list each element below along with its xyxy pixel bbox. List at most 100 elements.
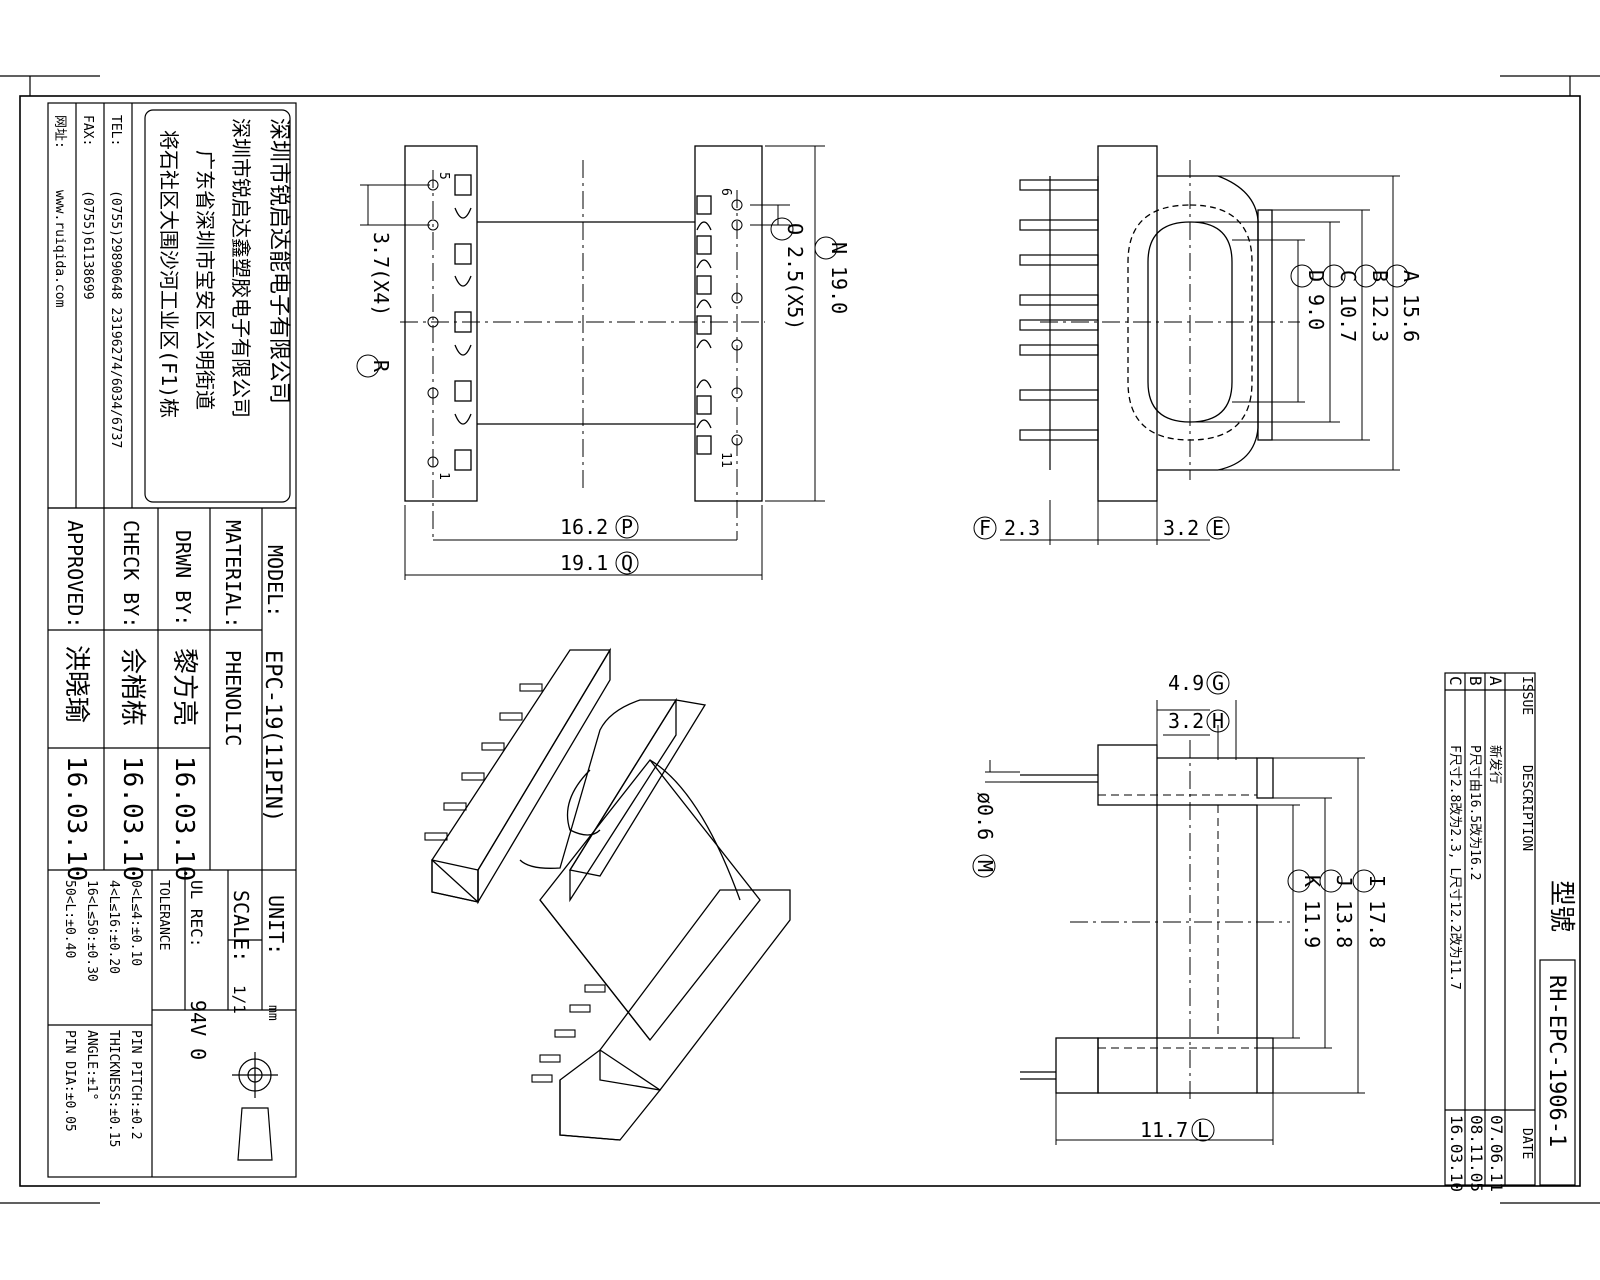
dim-j-letter: J <box>1332 875 1356 887</box>
drawn-by-label: DRWN BY: <box>171 530 195 626</box>
sheet-border <box>19 95 1581 1187</box>
tolerance-8: PIN DIA:±0.05 <box>62 1030 77 1132</box>
side-view <box>1000 145 1400 545</box>
check-by-value: 佘梢栋 <box>117 648 147 726</box>
pin-11-label: 11 <box>718 452 733 468</box>
tolerance-3: 16<L≤50:±0.30 <box>84 880 99 982</box>
company-name-2: 深圳市锐启达鑫塑胶电子有限公司 <box>229 118 253 418</box>
tel-value: (0755)29890648 23196274/6034/6737 <box>108 190 123 448</box>
dim-k-value: 11.9 <box>1300 900 1324 948</box>
part-number: RH-EPC-1906-1 <box>1544 975 1569 1147</box>
material-value: PHENOLIC <box>221 650 245 746</box>
rev-b-issue: B <box>1466 676 1485 686</box>
rev-b-date: 08.11.05 <box>1467 1115 1486 1192</box>
dim-o-value: 2.5(X5) <box>783 246 807 330</box>
date-header: DATE <box>1519 1128 1534 1159</box>
rev-a-date: 07.06.11 <box>1487 1115 1506 1192</box>
dim-h-value: 3.2 <box>1168 709 1204 733</box>
title-block-text: MODEL: EPC-19(11PIN) MATERIAL: PHENOLIC … <box>61 520 288 1147</box>
dim-n-value: 19.0 <box>827 266 851 314</box>
dim-m-letter: M <box>973 860 997 872</box>
pin-1-label: 1 <box>436 472 451 480</box>
revision-table <box>1444 672 1576 1186</box>
side-view-balloons <box>973 264 1409 540</box>
pin-6-label: 6 <box>718 188 733 196</box>
unit-value: mm <box>265 1005 280 1021</box>
scale-value: 1/1 <box>230 985 249 1014</box>
company-address-2: 将石社区大围沙河工业区(F1)栋 <box>157 130 181 418</box>
rev-c-date: 16.03.10 <box>1447 1115 1466 1192</box>
drawn-by-value: 黎方亮 <box>169 648 199 726</box>
dim-b-letter: B <box>1368 270 1392 282</box>
approved-label: APPROVED: <box>63 520 87 628</box>
dim-j-value: 13.8 <box>1332 900 1356 948</box>
dim-q-letter: Q <box>621 551 633 575</box>
front-view-labels: 5 1 6 11 3.7(X4) R O 2.5(X5) N 19.0 16.2… <box>369 172 851 575</box>
revision-table-text: ISSUE DESCRIPTION DATE A 新发行 07.06.11 B … <box>1446 676 1576 1192</box>
ul-rec-label: UL REC: <box>187 880 206 947</box>
dim-f-value: 2.3 <box>1004 516 1040 540</box>
title-block <box>47 507 297 1178</box>
tolerance-4: 50<L:±0.40 <box>62 880 77 958</box>
sheet-corner-marks <box>0 75 1600 1204</box>
model-label: MODEL: <box>263 545 287 617</box>
tolerance-2: 4<L≤16:±0.20 <box>106 880 121 974</box>
dim-p-value: 16.2 <box>560 515 608 539</box>
check-by-label: CHECK BY: <box>119 520 143 628</box>
ul-rec-value: 94V 0 <box>186 1000 210 1060</box>
dim-a-value: 15.6 <box>1399 294 1423 342</box>
dim-c-letter: C <box>1336 270 1360 282</box>
rev-a-desc: 新发行 <box>1487 745 1503 784</box>
fax-value: (0755)61138699 <box>80 190 95 300</box>
tolerance-label: TOLERANCE <box>156 880 171 950</box>
approved-date: 16.03.10 <box>61 756 91 881</box>
projection-symbol-icon <box>232 1052 278 1161</box>
company-address-1: 广东省深圳市宝安区公明街道 <box>193 150 217 410</box>
fax-label: FAX: <box>80 115 95 146</box>
rev-b-desc: P尺寸由16.5改为16.2 <box>1467 745 1482 880</box>
tolerance-1: 0<L≤4:±0.10 <box>128 880 143 966</box>
rev-c-issue: C <box>1446 676 1465 686</box>
tolerance-5: PIN PITCH:±0.2 <box>128 1030 143 1140</box>
rev-a-issue: A <box>1486 676 1505 686</box>
description-header: DESCRIPTION <box>1519 765 1534 851</box>
dim-k-letter: K <box>1300 875 1324 887</box>
dim-i-value: 17.8 <box>1365 900 1389 948</box>
dim-d-letter: D <box>1304 270 1328 282</box>
dim-c-value: 10.7 <box>1336 294 1360 342</box>
dim-e-letter: E <box>1212 516 1224 540</box>
dim-q-value: 19.1 <box>560 551 608 575</box>
dim-a-letter: A <box>1399 270 1423 282</box>
part-number-label: 型號 <box>1546 880 1576 932</box>
pin-5-label: 5 <box>436 172 451 180</box>
front-view-balloons <box>356 217 838 575</box>
dim-n-letter: N <box>827 242 851 254</box>
scale-label: SCALE: <box>229 890 253 962</box>
dim-f-letter: F <box>979 516 991 540</box>
dim-m-value: ø0.6 <box>973 792 997 840</box>
dim-o-letter: O <box>783 223 807 235</box>
unit-label: UNIT: <box>264 895 288 955</box>
front-view <box>360 145 825 580</box>
company-text: 深圳市锐启达能电子有限公司 深圳市锐启达鑫塑胶电子有限公司 广东省深圳市宝安区公… <box>52 115 291 448</box>
isometric-view <box>424 647 791 1141</box>
tolerance-6: THICKNESS:±0.15 <box>106 1030 121 1147</box>
approved-value: 洪晓瑜 <box>61 645 91 723</box>
dim-g-letter: G <box>1212 671 1224 695</box>
top-view-labels: 4.9 G 3.2 H ø0.6 M I 17.8 J 13.8 K 11.9 … <box>973 671 1389 1142</box>
dim-r-letter: R <box>369 360 393 373</box>
dim-l-value: 11.7 <box>1140 1118 1188 1142</box>
tel-label: TEL: <box>108 115 123 146</box>
dim-l-letter: L <box>1197 1118 1209 1142</box>
dim-p-letter: P <box>621 515 633 539</box>
top-view-balloons <box>972 671 1376 1142</box>
dim-h-letter: H <box>1212 709 1224 733</box>
drawn-date: 16.03.10 <box>169 756 199 881</box>
dim-i-letter: I <box>1365 875 1389 887</box>
dim-b-value: 12.3 <box>1368 294 1392 342</box>
check-date: 16.03.10 <box>117 756 147 881</box>
top-view <box>985 700 1365 1145</box>
company-name-1: 深圳市锐启达能电子有限公司 <box>266 118 291 404</box>
dim-e-value: 3.2 <box>1163 516 1199 540</box>
